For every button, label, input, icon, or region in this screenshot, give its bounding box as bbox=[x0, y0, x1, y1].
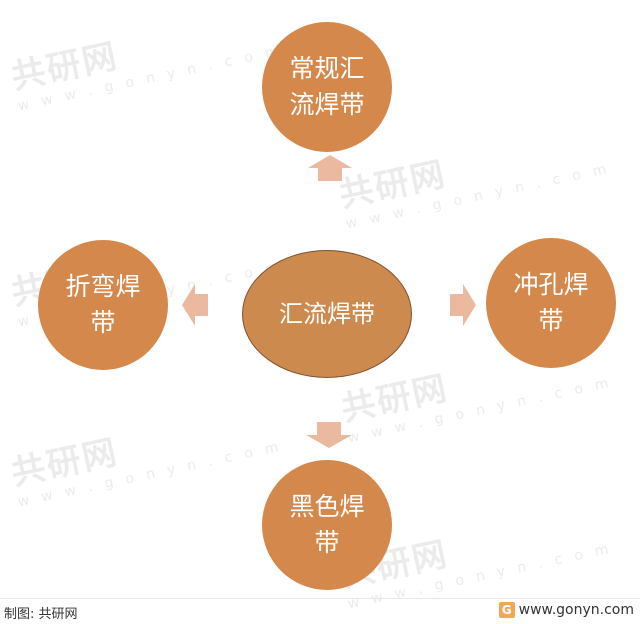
node-bent-ribbon: 折弯焊 带 bbox=[38, 240, 168, 370]
site-url: www.gonyn.com bbox=[518, 602, 634, 618]
node-label-line: 流焊带 bbox=[289, 90, 365, 119]
watermark: 共研网 w w w . g o n y n . c o m bbox=[335, 154, 612, 233]
node-label-line: 带 bbox=[538, 306, 564, 335]
node-label-line: 带 bbox=[90, 308, 116, 337]
node-label-line: 折弯焊 bbox=[65, 271, 141, 301]
arrow-right-icon bbox=[450, 284, 476, 326]
node-label-line: 冲孔焊 bbox=[513, 269, 589, 299]
node-label-line: 黑色焊 bbox=[289, 491, 365, 521]
watermark: 共研网 w w w . g o n y n . c o m bbox=[7, 36, 284, 115]
arrow-left-icon bbox=[182, 284, 208, 326]
node-center-busbar: 汇流焊带 bbox=[242, 250, 412, 378]
site-credit: G www.gonyn.com bbox=[498, 602, 634, 618]
node-regular-busbar: 常规汇 流焊带 bbox=[262, 22, 392, 152]
arrow-up-icon bbox=[308, 155, 352, 181]
arrow-down-icon bbox=[306, 422, 352, 448]
center-label: 汇流焊带 bbox=[279, 299, 375, 328]
node-black-ribbon: 黑色焊 带 bbox=[262, 460, 392, 590]
watermark: 共研网 w w w . g o n y n . c o m bbox=[7, 432, 284, 511]
source-credit: 制图: 共研网 bbox=[4, 607, 78, 622]
gonyn-logo-icon: G bbox=[498, 602, 515, 618]
footer-divider bbox=[0, 598, 640, 599]
node-punched-ribbon: 冲孔焊 带 bbox=[486, 238, 616, 368]
node-label-line: 常规汇 bbox=[289, 53, 365, 83]
node-label-line: 带 bbox=[314, 528, 340, 557]
